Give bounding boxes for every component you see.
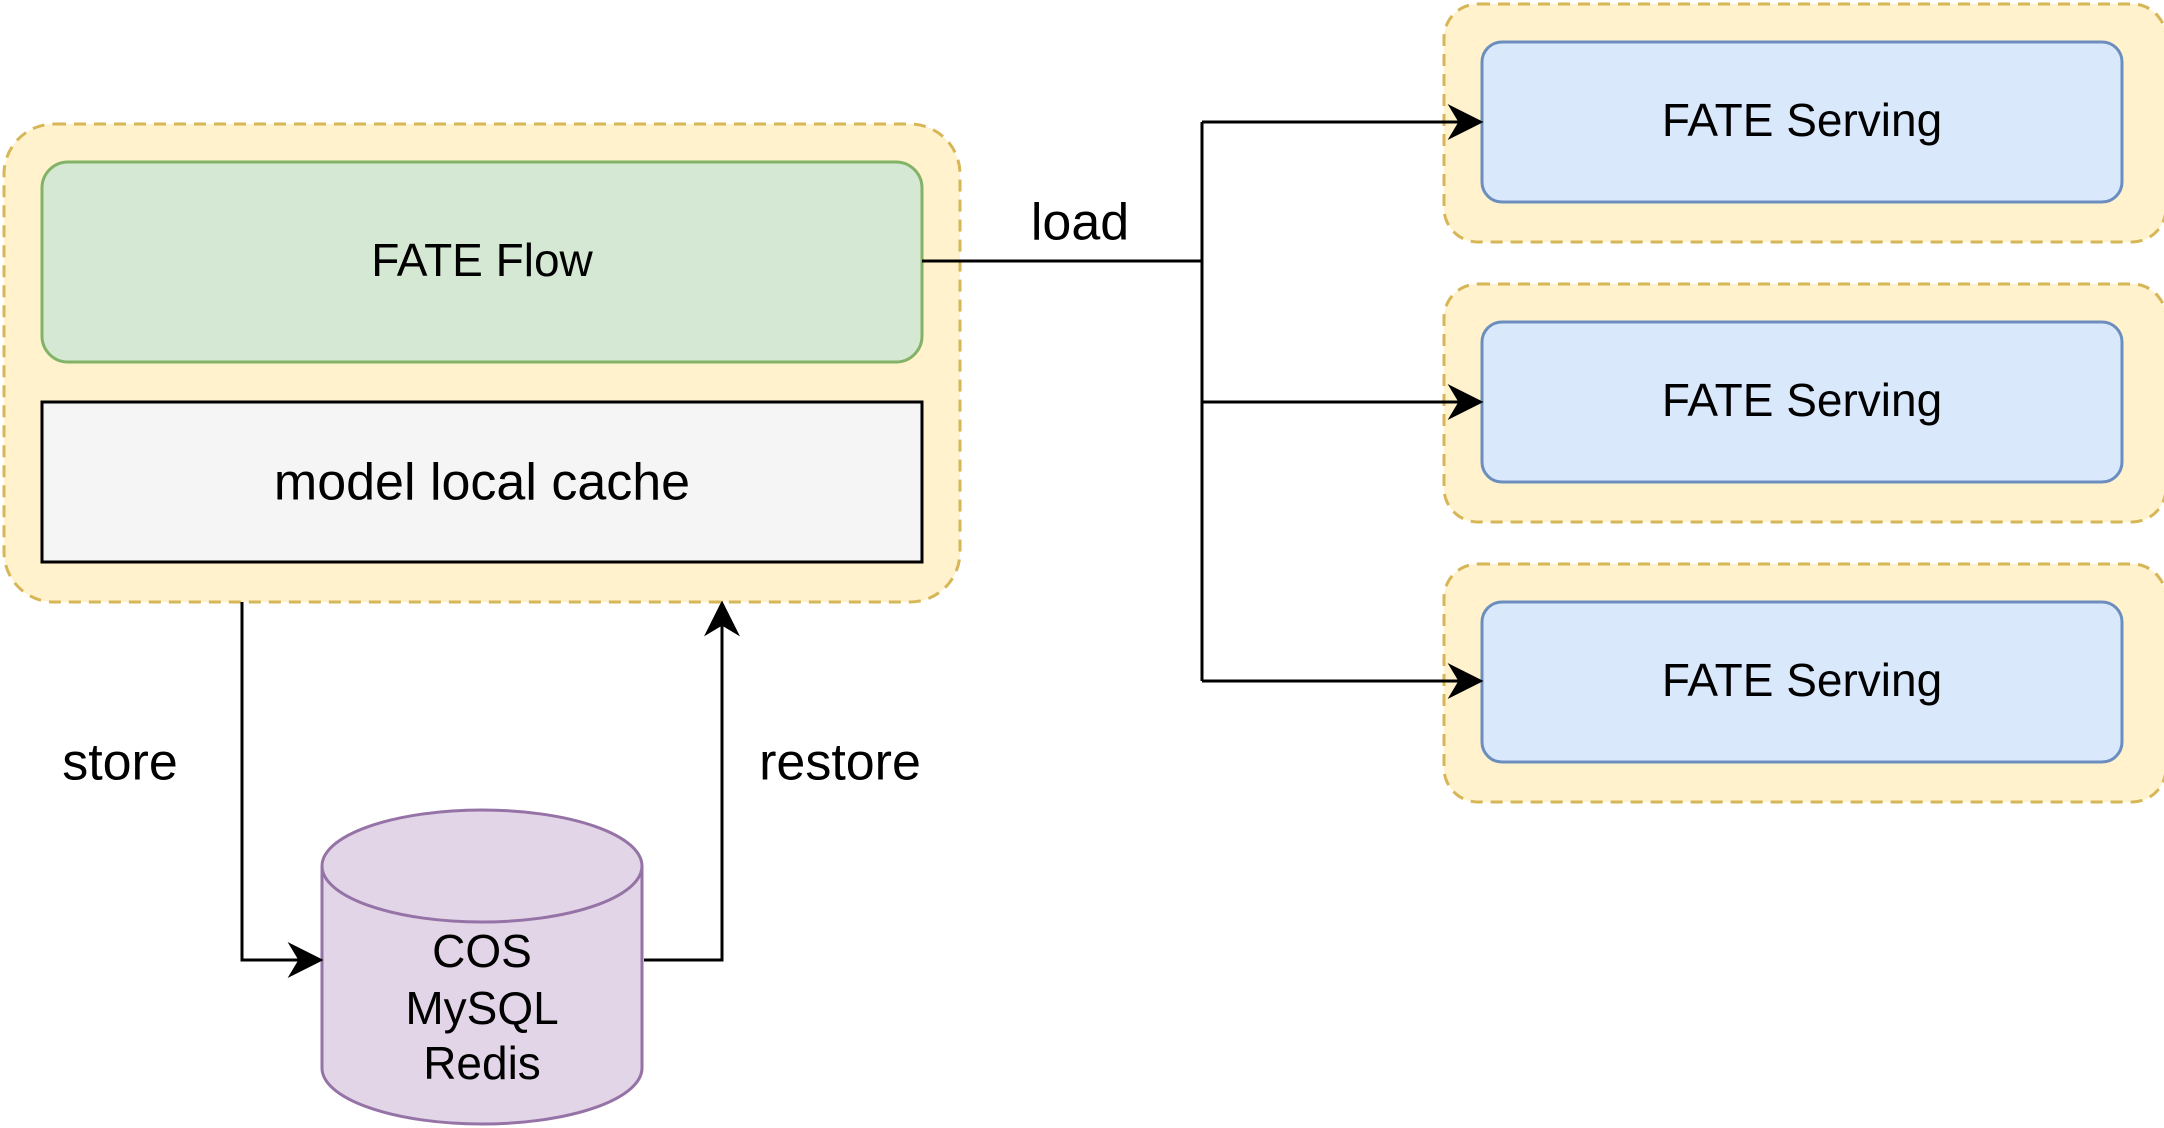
storage-label-cos: COS	[432, 925, 532, 977]
storage-cylinder-body	[320, 866, 644, 1126]
fate-serving-node-1[interactable]: FATE Serving	[1480, 40, 2124, 204]
storage-cylinder-top	[320, 808, 644, 924]
storage-cylinder-node[interactable]: COS MySQL Redis	[320, 808, 644, 1126]
model-local-cache-box	[40, 400, 924, 564]
fate-serving-node-3[interactable]: FATE Serving	[1480, 600, 2124, 764]
fate-serving-node-2[interactable]: FATE Serving	[1480, 320, 2124, 484]
fate-serving-label: FATE Serving	[1662, 374, 1942, 426]
fate-flow-label: FATE Flow	[371, 234, 593, 286]
load-edge-label: load	[1031, 194, 1129, 252]
store-edge	[240, 602, 324, 978]
model-local-cache-node[interactable]: model local cache	[40, 400, 924, 564]
restore-edge-label: restore	[759, 734, 921, 792]
storage-label-redis: Redis	[423, 1037, 541, 1089]
store-edge-label: store	[62, 734, 178, 792]
load-edges	[922, 104, 1484, 699]
storage-label-mysql: MySQL	[405, 982, 558, 1034]
restore-edge	[644, 600, 740, 962]
fate-flow-node[interactable]: FATE Flow	[40, 160, 924, 364]
fate-serving-label: FATE Serving	[1662, 654, 1942, 706]
fate-serving-label: FATE Serving	[1662, 94, 1942, 146]
model-local-cache-label: model local cache	[274, 454, 690, 512]
